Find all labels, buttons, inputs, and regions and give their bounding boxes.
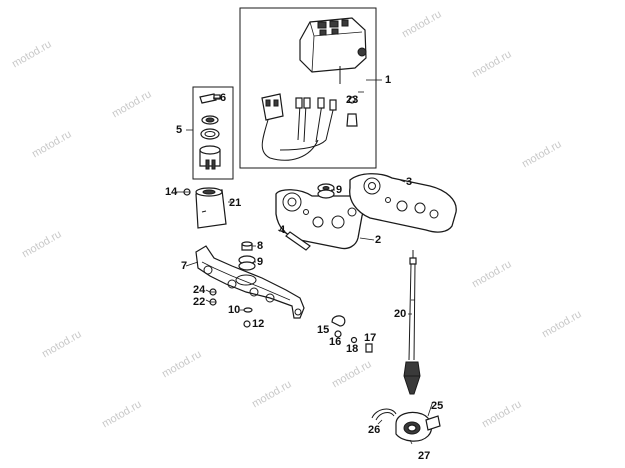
leader-lines	[176, 79, 433, 445]
callout-15: 15	[317, 324, 330, 336]
callout-5: 5	[176, 124, 183, 136]
grommet-9-lower	[238, 255, 256, 271]
screw-14	[183, 188, 191, 196]
callout-27: 27	[418, 450, 431, 462]
callout-7: 7	[181, 260, 188, 272]
bolt-24	[209, 288, 217, 296]
callout-8: 8	[257, 240, 264, 252]
callout-20: 20	[394, 308, 407, 320]
pin-4	[285, 231, 311, 251]
callout-25: 25	[431, 400, 444, 412]
grommet-9-upper	[317, 183, 335, 199]
wiring-harness	[261, 93, 358, 161]
callout-6: 6	[220, 92, 227, 104]
callout-1: 1	[385, 74, 392, 86]
callout-3: 3	[406, 176, 413, 188]
callout-2: 2	[375, 234, 382, 246]
nut-16	[334, 330, 342, 338]
speedo-drive-27	[395, 411, 441, 442]
callout-21: 21	[229, 197, 242, 209]
callout-16: 16	[329, 336, 342, 348]
clamp-15	[331, 315, 346, 327]
nut-12	[243, 320, 251, 328]
washer-18	[350, 336, 358, 344]
callout-12: 12	[252, 318, 265, 330]
clip-26	[371, 408, 397, 421]
callout-9-upper: 9	[336, 184, 343, 196]
callout-26: 26	[368, 424, 381, 436]
callout-10: 10	[228, 304, 241, 316]
mounting-bracket-7	[195, 245, 305, 319]
callout-17: 17	[364, 332, 377, 344]
callout-18: 18	[346, 343, 359, 355]
bolt-8	[241, 241, 253, 251]
rubber-boot-21	[195, 187, 227, 229]
callout-14: 14	[165, 186, 178, 198]
callout-22: 22	[193, 296, 206, 308]
ignition-switch-parts	[199, 93, 221, 170]
instrument-housing	[299, 17, 367, 84]
callout-24: 24	[193, 284, 206, 296]
assembly-box-5	[192, 86, 234, 180]
speedometer-cable-20	[403, 250, 421, 395]
callout-9-lower: 9	[257, 256, 264, 268]
bolt-22	[209, 298, 217, 306]
callout-23: 23	[346, 94, 359, 106]
assembly-box-1	[239, 7, 377, 169]
callout-4: 4	[279, 224, 286, 236]
gasket-3	[349, 173, 457, 233]
screw-17	[365, 343, 373, 353]
washer-10	[243, 307, 253, 313]
